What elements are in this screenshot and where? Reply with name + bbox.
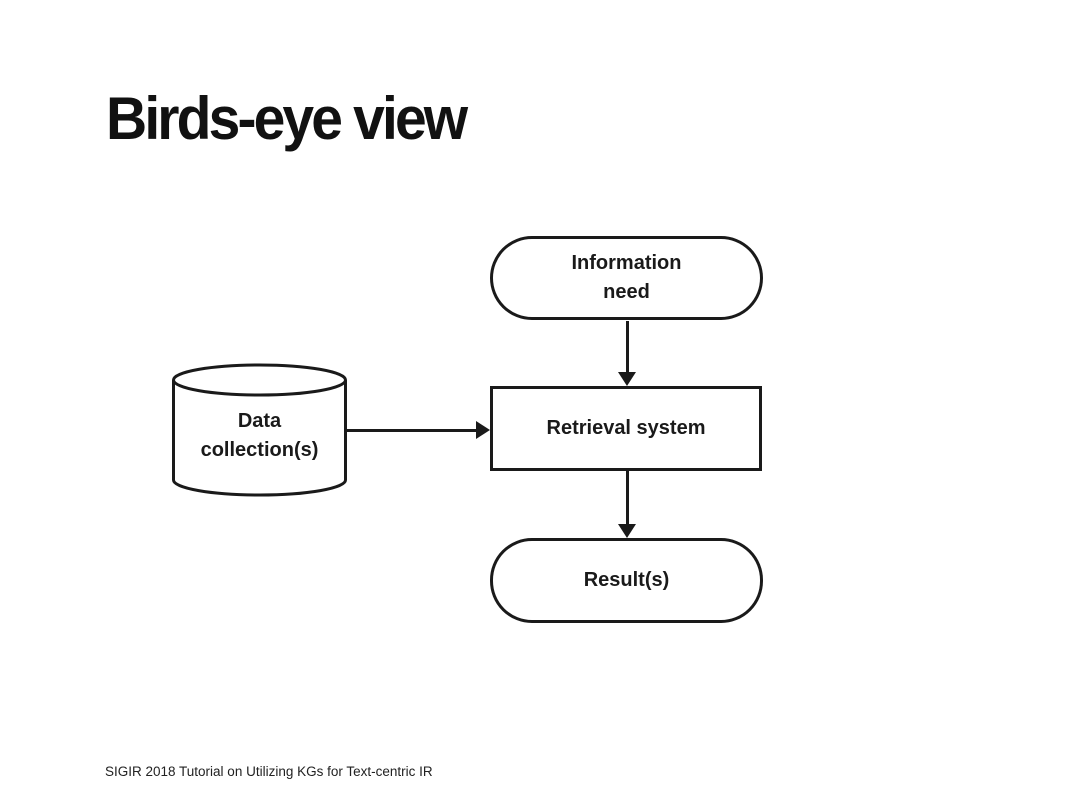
arrow-retrieval-to-results <box>618 471 636 538</box>
node-results: Result(s) <box>490 538 763 623</box>
arrow-data-to-retrieval <box>347 421 490 439</box>
arrow-information-to-retrieval <box>618 321 636 386</box>
arrow-down-head-icon <box>618 372 636 386</box>
node-results-label: Result(s) <box>583 569 670 591</box>
node-data-collections: Data collection(s) <box>172 363 347 497</box>
arrow-shaft <box>625 321 629 373</box>
arrow-shaft <box>625 471 629 525</box>
node-information-need-label: Information need <box>571 252 682 303</box>
arrow-shaft <box>347 428 477 432</box>
footer-text: SIGIR 2018 Tutorial on Utilizing KGs for… <box>105 764 433 779</box>
node-retrieval-system: Retrieval system <box>490 386 762 471</box>
node-retrieval-system-label: Retrieval system <box>546 417 706 439</box>
arrow-right-head-icon <box>476 421 490 439</box>
page-title: Birds-eye view <box>106 85 468 152</box>
cylinder-shape <box>172 363 347 497</box>
node-information-need: Information need <box>490 236 763 320</box>
node-data-collections-label: Data collection(s) <box>200 410 319 461</box>
arrow-down-head-icon <box>618 524 636 538</box>
